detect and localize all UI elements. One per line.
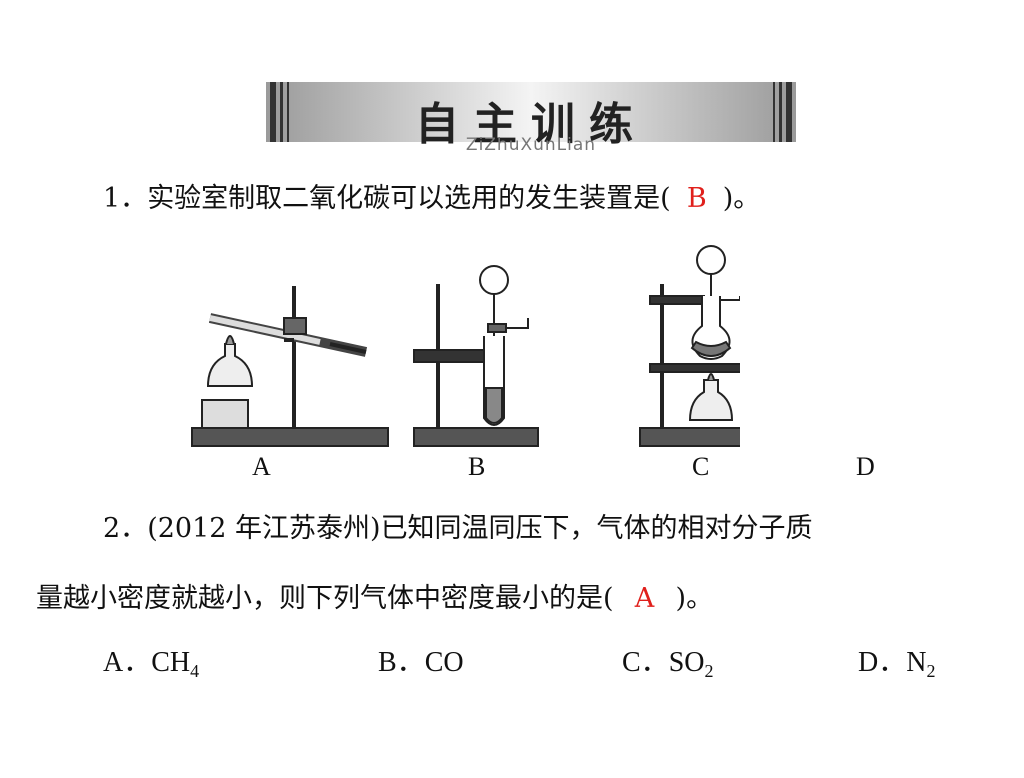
option-subscript: 2: [704, 661, 714, 681]
option-b: B．CO: [378, 640, 464, 682]
label-c: C: [692, 452, 710, 481]
option-letter: B．: [378, 647, 425, 678]
answer: B: [686, 183, 707, 214]
answer: A: [634, 583, 655, 614]
option-c: C．SO2: [622, 640, 713, 682]
option-formula: CH: [151, 647, 191, 678]
question-text: 已知同温同压下，气体的相对分子质: [380, 513, 813, 544]
apparatus-a: [191, 286, 389, 447]
option-formula: CO: [424, 647, 464, 678]
banner-background: [266, 82, 796, 142]
apparatus-figure: [191, 245, 740, 447]
question-2-line-1: 2．(2012 年江苏泰州)已知同温同压下，气体的相对分子质: [103, 506, 813, 545]
question-text: 实验室制取二氧化碳可以选用的发生装置是(: [147, 183, 671, 214]
question-source: (2012 年江苏泰州): [147, 513, 381, 544]
option-letter: D．: [858, 647, 907, 678]
label-b: B: [468, 452, 486, 481]
question-end: )。: [675, 583, 714, 614]
option-letter: A．: [103, 647, 152, 678]
option-letter: C．: [622, 647, 669, 678]
option-subscript: 4: [190, 661, 200, 681]
question-number: 1．: [103, 183, 148, 214]
section-banner: 自主训练 ZiZhuXunLian: [266, 80, 796, 156]
option-a: A．CH4: [103, 640, 199, 682]
option-d: D．N2: [858, 640, 935, 682]
banner-title: 自主训练: [415, 99, 647, 150]
apparatus-c: [639, 245, 740, 447]
banner-subtitle: ZiZhuXunLian: [465, 135, 597, 155]
label-d: D: [856, 452, 875, 481]
apparatus-b: [413, 265, 539, 447]
question-1: 1．实验室制取二氧化碳可以选用的发生装置是( B )。: [103, 176, 760, 215]
question-end: )。: [722, 183, 761, 214]
question-text: 量越小密度就越小，则下列气体中密度最小的是(: [36, 583, 614, 614]
label-a: A: [252, 452, 271, 481]
option-subscript: 2: [926, 661, 936, 681]
question-2-line-2: 量越小密度就越小，则下列气体中密度最小的是( A )。: [36, 576, 713, 615]
option-formula: N: [906, 647, 927, 678]
question-number: 2．: [103, 513, 148, 544]
option-formula: SO: [668, 647, 705, 678]
